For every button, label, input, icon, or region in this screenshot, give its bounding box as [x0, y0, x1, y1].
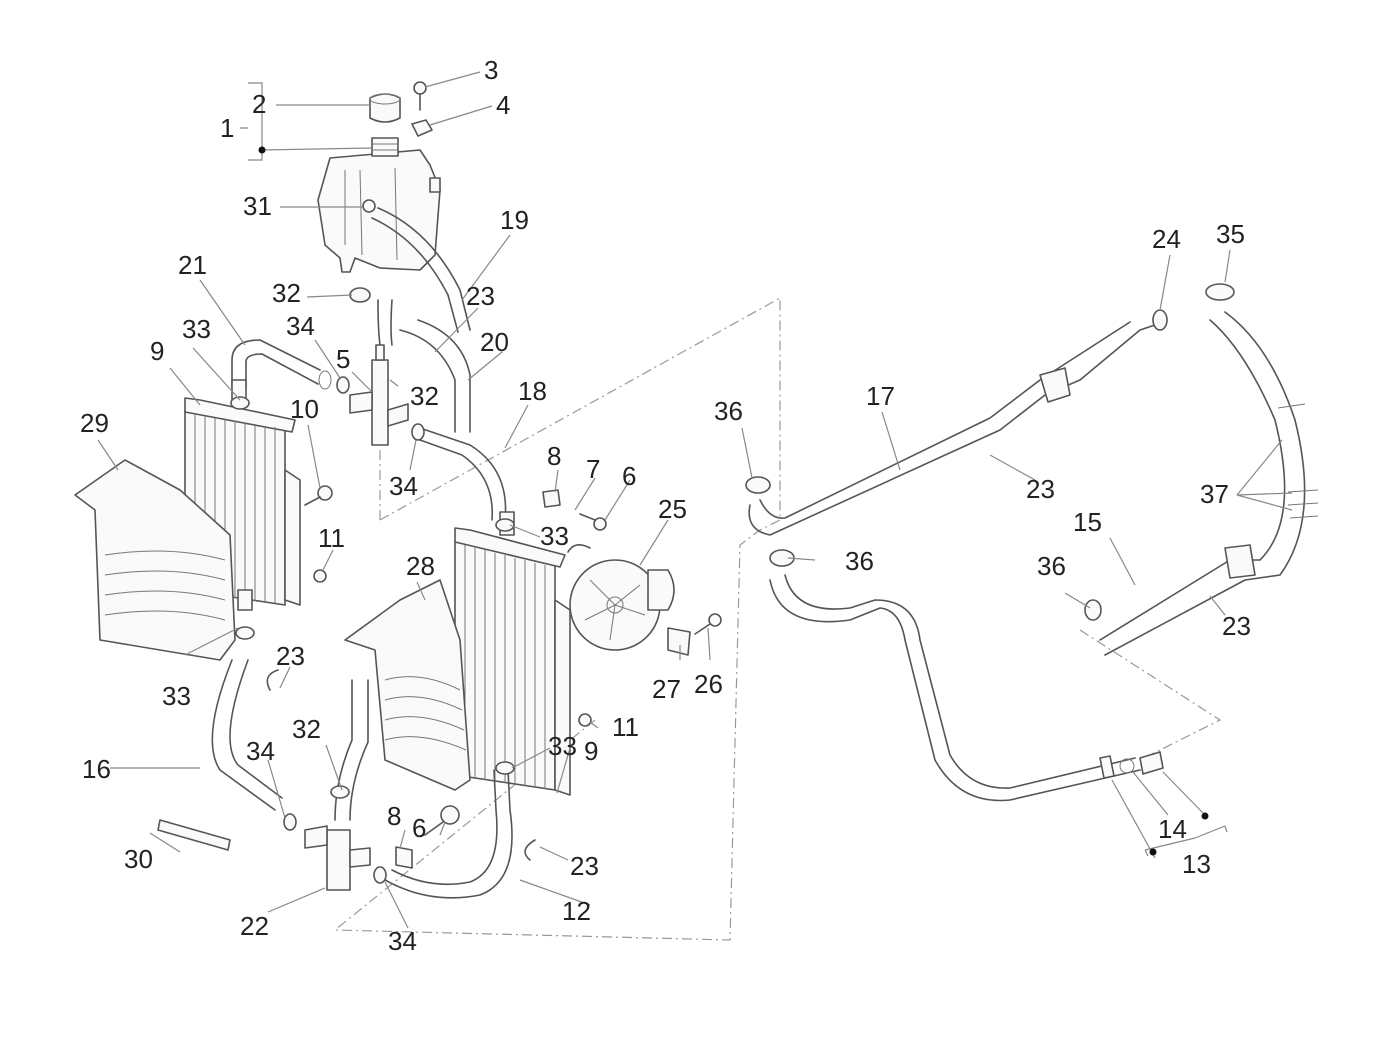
callout-9[interactable]: 9	[584, 736, 598, 766]
callout-11[interactable]: 11	[318, 523, 345, 553]
callout-6[interactable]: 6	[412, 813, 426, 843]
callout-23[interactable]: 23	[466, 281, 495, 311]
callout-25[interactable]: 25	[658, 494, 687, 524]
clip-nut[interactable]	[411, 119, 433, 137]
callout-22[interactable]: 22	[240, 911, 269, 941]
callout-23[interactable]: 23	[1222, 611, 1251, 641]
clip-nut-8-lower[interactable]	[395, 846, 413, 869]
electric-fan[interactable]	[567, 544, 675, 651]
screw[interactable]	[413, 81, 427, 111]
radiator-cover-right[interactable]	[344, 579, 471, 791]
hose-17[interactable]	[748, 321, 1156, 536]
callout-8[interactable]: 8	[387, 801, 401, 831]
callout-26[interactable]: 26	[694, 669, 723, 699]
callout-23[interactable]: 23	[276, 641, 305, 671]
radiator-cover-left[interactable]	[74, 459, 236, 661]
callout-32[interactable]: 32	[292, 714, 321, 744]
assembly-marker	[1149, 848, 1157, 856]
callout-23[interactable]: 23	[1026, 474, 1055, 504]
callout-8[interactable]: 8	[547, 441, 561, 471]
callout-36[interactable]: 36	[1037, 551, 1066, 581]
hose-15-37[interactable]	[1099, 311, 1319, 656]
callout-28[interactable]: 28	[406, 551, 435, 581]
screw-26[interactable]	[694, 613, 722, 635]
callout-2[interactable]: 2	[252, 89, 266, 119]
callout-1[interactable]: 1	[220, 113, 234, 143]
callout-12[interactable]: 12	[562, 896, 591, 926]
callout-17[interactable]: 17	[866, 381, 895, 411]
callout-36[interactable]: 36	[845, 546, 874, 576]
pipe-13[interactable]	[769, 574, 1164, 802]
leader-lines	[97, 71, 1293, 929]
callout-18[interactable]: 18	[518, 376, 547, 406]
lower-junction-fitting[interactable]	[304, 825, 371, 891]
callout-34[interactable]: 34	[246, 736, 275, 766]
callout-7[interactable]: 7	[586, 454, 600, 484]
callout-labels: 1 2 3 4 5 6 6 7 8 8 9 9 10 11 11 12 13 1…	[80, 55, 1251, 956]
callout-35[interactable]: 35	[1216, 219, 1245, 249]
callout-4[interactable]: 4	[496, 90, 510, 120]
grommet[interactable]	[362, 199, 376, 213]
callout-6[interactable]: 6	[622, 461, 636, 491]
callout-29[interactable]: 29	[80, 408, 109, 438]
callout-23[interactable]: 23	[570, 851, 599, 881]
hose-20[interactable]	[399, 319, 471, 433]
callout-24[interactable]: 24	[1152, 224, 1181, 254]
hose-19[interactable]	[371, 207, 471, 346]
callout-36[interactable]: 36	[714, 396, 743, 426]
callout-31[interactable]: 31	[243, 191, 272, 221]
assembly-marker	[258, 146, 266, 154]
callout-37[interactable]: 37	[1200, 479, 1229, 509]
callout-34[interactable]: 34	[389, 471, 418, 501]
hose-21[interactable]	[231, 339, 332, 390]
callout-20[interactable]: 20	[480, 327, 509, 357]
hose-vertical[interactable]	[334, 679, 369, 821]
bracket[interactable]	[667, 627, 691, 656]
callout-13[interactable]: 13	[1182, 849, 1211, 879]
callout-3[interactable]: 3	[484, 55, 498, 85]
callout-30[interactable]: 30	[124, 844, 153, 874]
upper-junction-fitting[interactable]	[349, 344, 409, 446]
expansion-tank[interactable]	[317, 137, 441, 273]
hose-18[interactable]	[419, 427, 507, 521]
callout-21[interactable]: 21	[178, 250, 207, 280]
callout-34[interactable]: 34	[388, 926, 417, 956]
callout-14[interactable]: 14	[1158, 814, 1187, 844]
callout-33[interactable]: 33	[548, 731, 577, 761]
callout-33[interactable]: 33	[162, 681, 191, 711]
screw-6-upper[interactable]	[579, 513, 607, 531]
callout-32[interactable]: 32	[410, 381, 439, 411]
radiator-right[interactable]	[454, 511, 571, 796]
clamps[interactable]	[230, 283, 1235, 884]
callout-5[interactable]: 5	[336, 344, 350, 374]
callout-16[interactable]: 16	[82, 754, 111, 784]
callout-27[interactable]: 27	[652, 674, 681, 704]
callout-11[interactable]: 11	[612, 712, 639, 742]
callout-34[interactable]: 34	[286, 311, 315, 341]
callout-33[interactable]: 33	[540, 521, 569, 551]
clip-nut-8-upper[interactable]	[542, 489, 561, 508]
assembly-marker	[1201, 812, 1209, 820]
callout-33[interactable]: 33	[182, 314, 211, 344]
callout-10[interactable]: 10	[290, 394, 319, 424]
screw-10[interactable]	[304, 485, 333, 506]
hose-12[interactable]	[384, 769, 513, 899]
callout-19[interactable]: 19	[500, 205, 529, 235]
expansion-tank-cap[interactable]	[369, 93, 401, 123]
nut-11[interactable]	[313, 569, 592, 727]
hose-16[interactable]	[211, 659, 283, 811]
screw-6-lower[interactable]	[424, 805, 460, 836]
callout-32[interactable]: 32	[272, 278, 301, 308]
seal-strip[interactable]	[157, 819, 231, 851]
callout-9[interactable]: 9	[150, 336, 164, 366]
callout-15[interactable]: 15	[1073, 507, 1102, 537]
